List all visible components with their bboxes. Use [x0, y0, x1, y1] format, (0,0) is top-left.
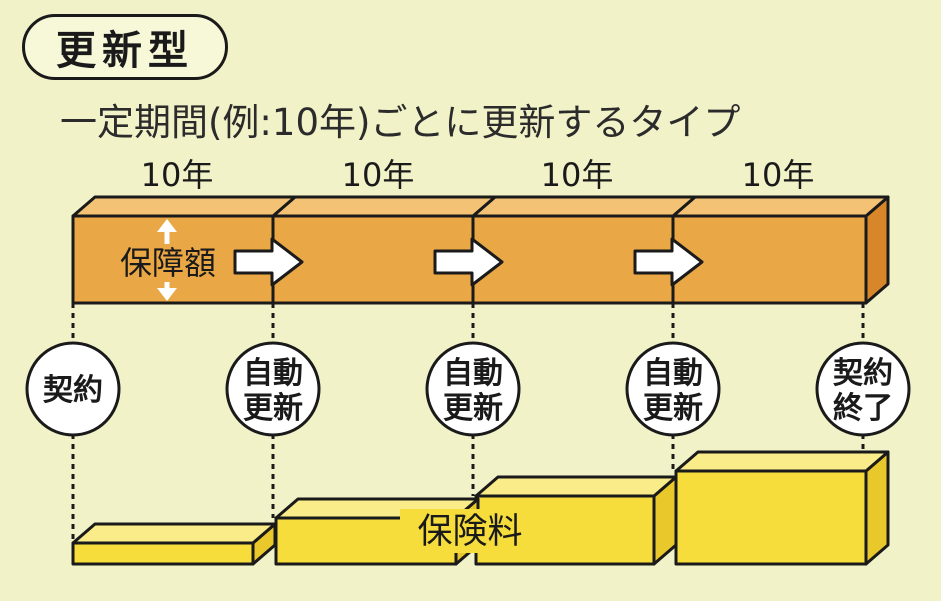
premium-block-4 [674, 450, 890, 566]
milestone-1-line1: 契約 [43, 373, 103, 408]
milestone-2: 自動 更新 [225, 341, 321, 437]
period-label-1: 10年 [140, 156, 214, 194]
premium-label: 保険料 [417, 512, 522, 552]
milestone-4: 自動 更新 [625, 341, 721, 437]
premium-label-bg [400, 509, 540, 553]
coverage-block-4 [671, 195, 890, 305]
coverage-label: 保障額 [120, 244, 216, 282]
period-label-4: 10年 [741, 156, 815, 194]
renewal-arrows [233, 237, 704, 287]
renewal-arrow-icon [433, 237, 504, 287]
title-text: 更新型 [56, 28, 194, 74]
renewal-arrow-icon [633, 237, 704, 287]
milestone-3-line1: 自動 [443, 356, 503, 391]
renewal-arrow-icon [233, 237, 304, 287]
period-label-3: 10年 [540, 156, 614, 194]
milestone-2-line1: 自動 [243, 356, 303, 391]
milestone-5-line1: 契約 [833, 356, 893, 391]
milestone-4-line1: 自動 [643, 356, 703, 391]
milestone-3-line2: 更新 [443, 391, 503, 426]
milestone-4-line2: 更新 [643, 391, 703, 426]
milestone-2-line2: 更新 [243, 391, 303, 426]
coverage-amount-indicator: 保障額 [103, 219, 233, 301]
milestone-5: 契約 終了 [815, 341, 911, 437]
milestone-1: 契約 [25, 341, 121, 437]
title-badge: 更新型 [22, 14, 228, 80]
period-label-2: 10年 [341, 156, 415, 194]
premium-block-1 [71, 522, 277, 566]
subtitle: 一定期間(例:10年)ごとに更新するタイプ [60, 101, 741, 144]
milestone-3: 自動 更新 [425, 341, 521, 437]
milestone-5-line2: 終了 [833, 391, 893, 426]
